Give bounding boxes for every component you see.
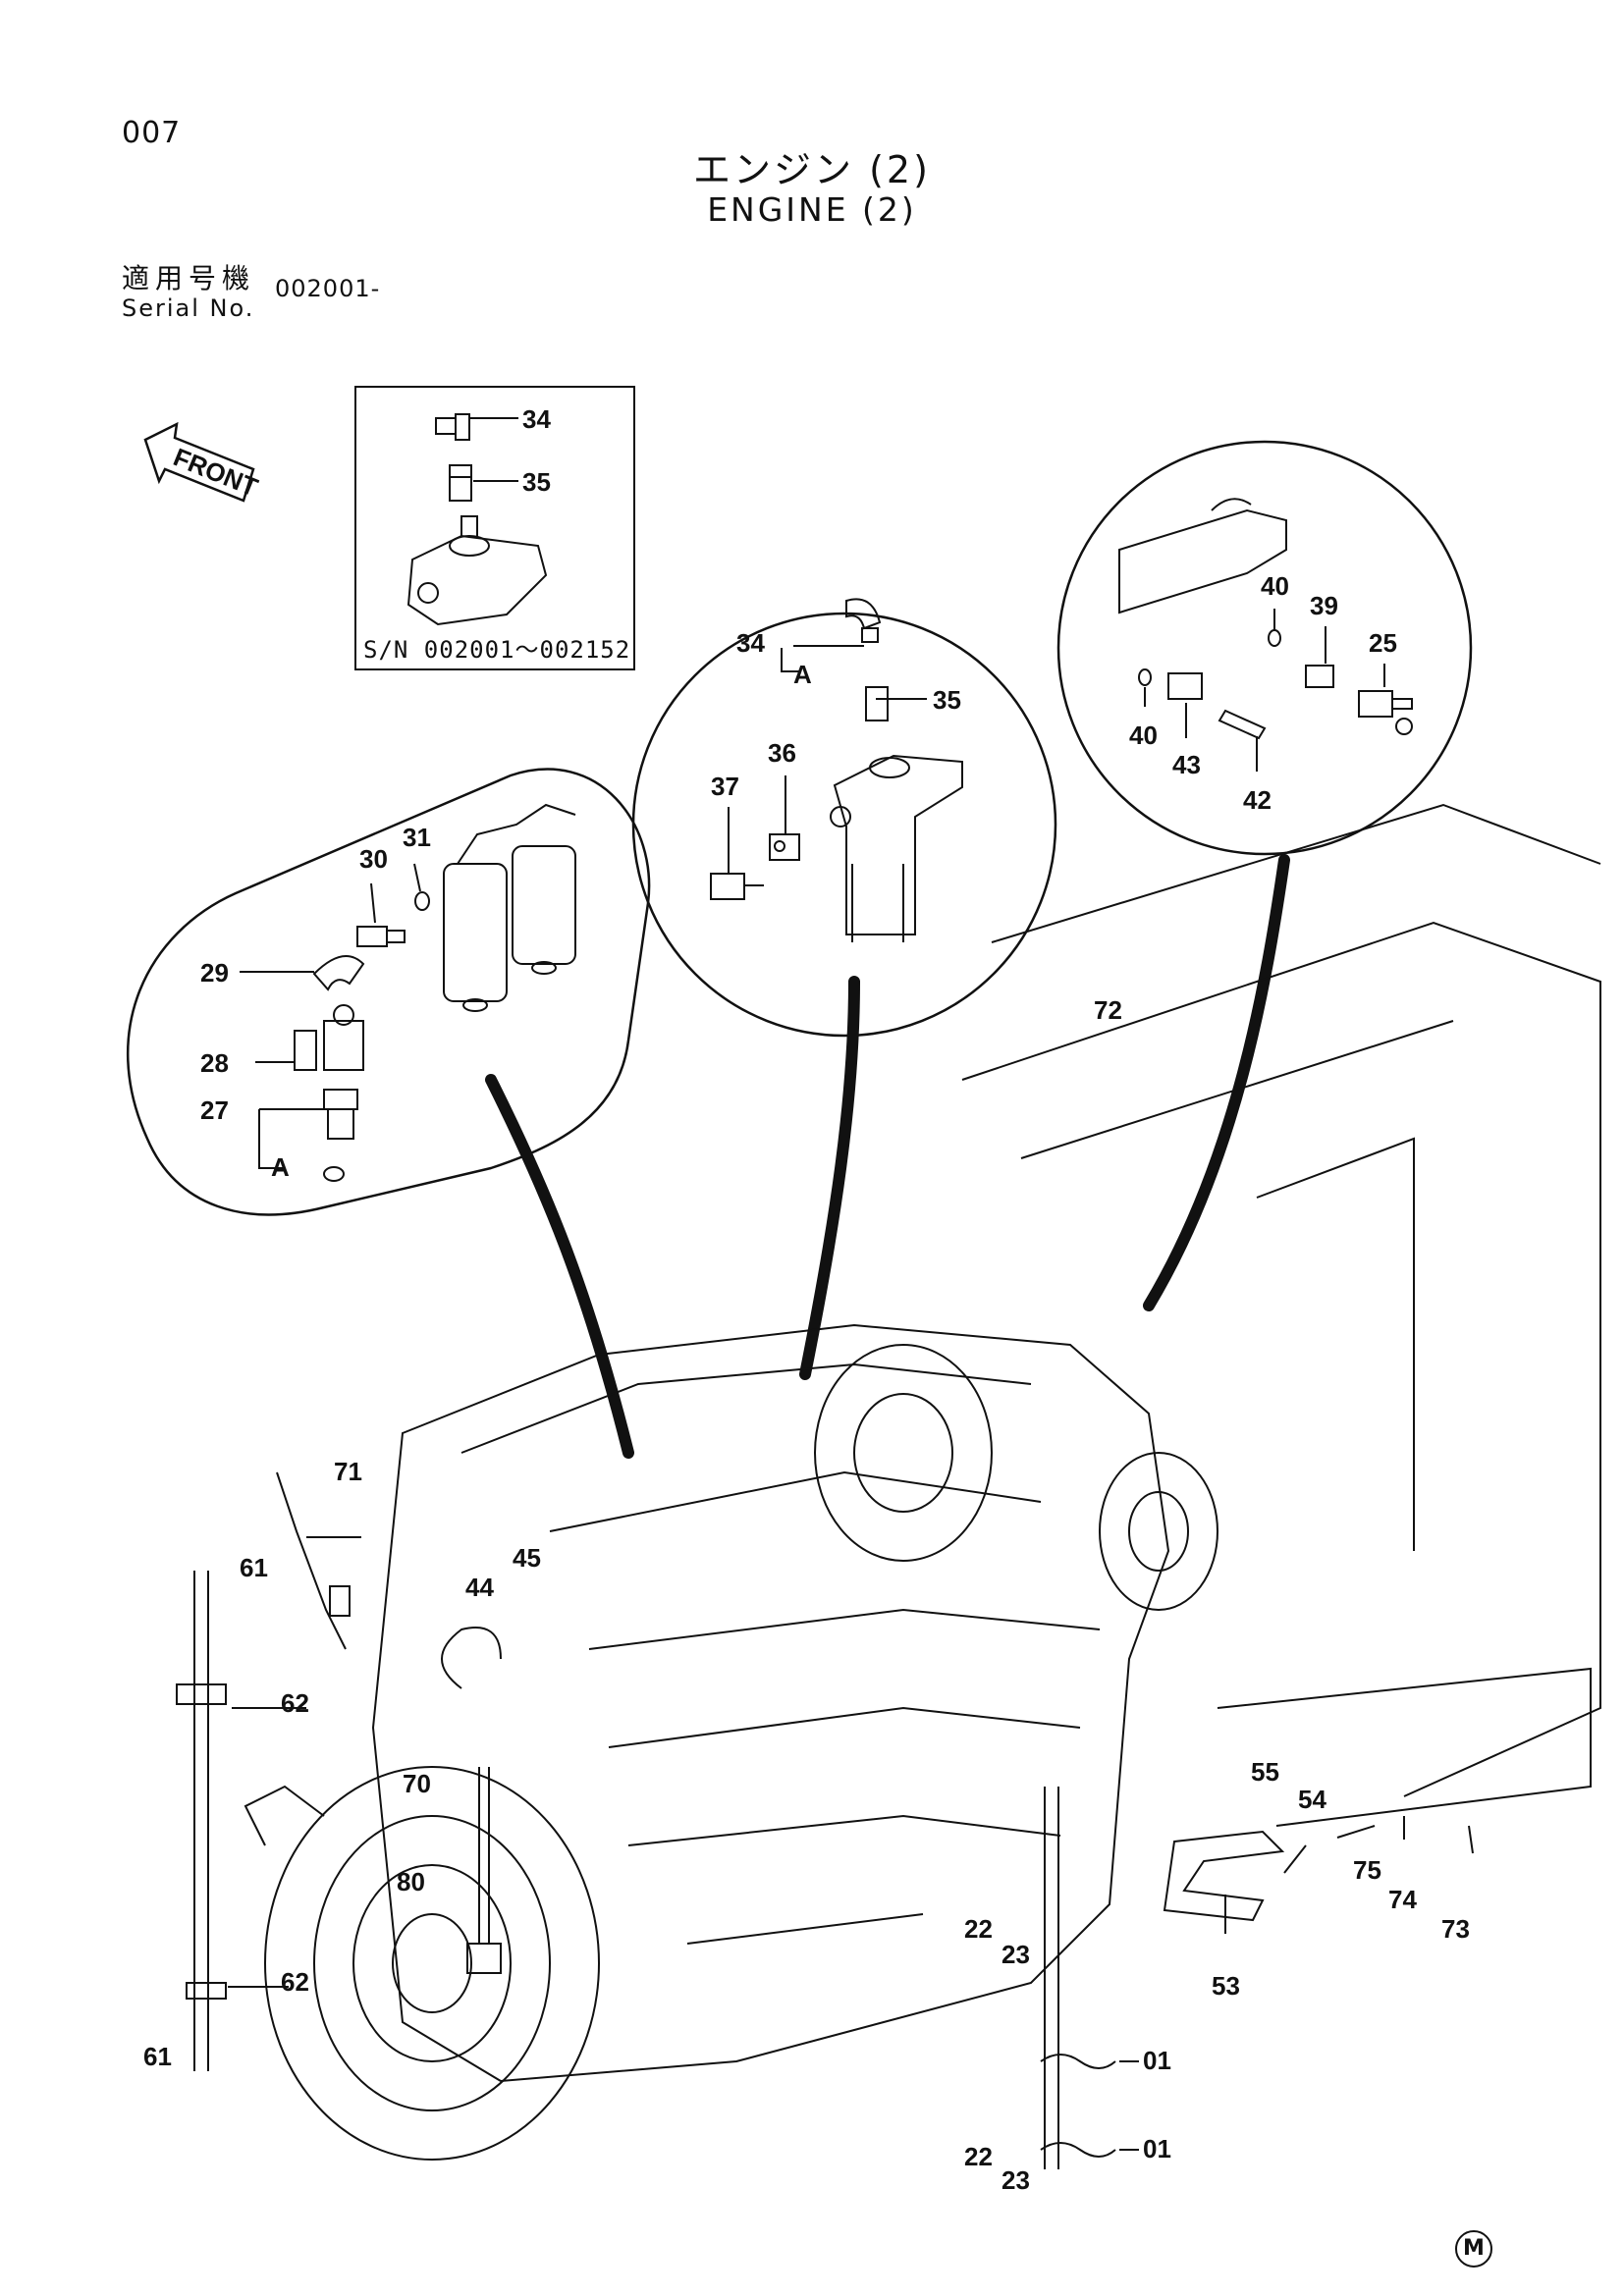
sensor-25-icon — [1358, 690, 1413, 735]
callout-62-bottom: 62 — [281, 1967, 309, 1997]
callout-54: 54 — [1298, 1785, 1326, 1814]
clamp-01-icons — [1040, 2054, 1116, 2158]
filter-detail-oval — [126, 768, 651, 1216]
inset-fitting-35-icon — [449, 464, 472, 502]
fitting-27-icon — [323, 1089, 358, 1140]
callout-31: 31 — [403, 823, 431, 852]
corner-mark-icon: M — [1455, 2230, 1492, 2268]
serial-label-english: Serial No. — [122, 294, 255, 322]
front-arrow-icon — [143, 421, 255, 503]
callout-35: 35 — [933, 685, 961, 715]
callout-43: 43 — [1172, 750, 1201, 779]
page-number: 007 — [122, 116, 182, 150]
callout-72: 72 — [1094, 995, 1122, 1025]
callout-74: 74 — [1388, 1885, 1417, 1914]
dipstick-tube-icon — [176, 1571, 1059, 2169]
inset-serial-range: S/N 002001～002152 — [363, 636, 630, 664]
callout-40-low: 40 — [1129, 721, 1158, 750]
callout-25: 25 — [1369, 628, 1397, 658]
pump-body-icon — [830, 754, 963, 942]
callout-22-bottom: 22 — [964, 2142, 993, 2171]
bolt-42-icon — [1218, 709, 1267, 740]
ref-mark-a-filter: A — [271, 1152, 290, 1182]
callout-36: 36 — [768, 738, 796, 768]
callout-55: 55 — [1251, 1757, 1279, 1787]
callout-01-bottom: 01 — [1143, 2134, 1171, 2163]
callout-70: 70 — [403, 1769, 431, 1798]
callout-40-top: 40 — [1261, 571, 1289, 601]
page-title-english: ENGINE (2) — [707, 190, 917, 229]
inset-box — [354, 386, 635, 670]
inset-fitting-34-icon — [435, 413, 470, 441]
callout-44: 44 — [465, 1573, 494, 1602]
callout-29: 29 — [200, 958, 229, 988]
callout-37: 37 — [711, 772, 739, 801]
fitting-35-icon — [865, 686, 889, 721]
callout-75: 75 — [1353, 1855, 1381, 1885]
callout-39: 39 — [1310, 591, 1338, 620]
page-title-japanese: エンジン (2) — [693, 148, 931, 191]
ref-mark-a-pump: A — [793, 660, 812, 689]
callout-23-top: 23 — [1001, 1940, 1030, 1969]
callout-80: 80 — [397, 1867, 425, 1896]
flywheel-housing-icon — [244, 1766, 600, 2161]
wire-71-icon — [276, 1471, 351, 1650]
elbow-34-icon — [845, 598, 882, 643]
callout-42: 42 — [1243, 785, 1272, 815]
sensor-wire-80-icon — [441, 1627, 502, 1974]
callout-34-inset: 34 — [522, 404, 551, 434]
fitting-36-icon — [769, 833, 800, 861]
oring-31-icon — [414, 891, 430, 911]
serial-label-japanese: 適用号機 — [122, 262, 256, 294]
fitting-30-icon — [356, 926, 406, 947]
pump-detail-circle — [631, 612, 1057, 1038]
elbow-29-icon — [312, 955, 365, 991]
serial-number-value: 002001- — [275, 275, 381, 302]
oring-a-icon — [323, 1166, 345, 1182]
filter-canister-icon — [443, 803, 576, 1012]
front-label: FRONT — [170, 442, 262, 502]
callout-62-top: 62 — [281, 1688, 309, 1718]
inset-housing-icon — [406, 515, 548, 626]
pulley-icon — [814, 1344, 1218, 1611]
bracket-53-icon — [1163, 1830, 1285, 1922]
sensor-detail-circle — [1056, 440, 1473, 856]
callout-23-bottom: 23 — [1001, 2165, 1030, 2195]
callout-35-inset: 35 — [522, 467, 551, 497]
callout-71: 71 — [334, 1457, 362, 1486]
callout-22-top: 22 — [964, 1914, 993, 1944]
callout-53: 53 — [1212, 1971, 1240, 2001]
fitting-43-icon — [1167, 672, 1203, 700]
fitting-39-icon — [1305, 665, 1334, 688]
oring-40-top-icon — [1268, 629, 1281, 647]
callout-73: 73 — [1441, 1914, 1470, 1944]
valve-28-icon — [294, 1004, 364, 1071]
callout-45: 45 — [513, 1543, 541, 1573]
oring-40-low-icon — [1138, 668, 1152, 686]
callout-61-bottom: 61 — [143, 2042, 172, 2071]
fitting-37-icon — [710, 873, 764, 900]
pipe-bracket-icon — [1118, 498, 1287, 614]
callout-34: 34 — [736, 628, 765, 658]
engine-block-outline — [371, 803, 1601, 2083]
callout-27: 27 — [200, 1095, 229, 1125]
callout-61-top: 61 — [240, 1553, 268, 1582]
callout-30: 30 — [359, 844, 388, 874]
callout-01-top: 01 — [1143, 2046, 1171, 2075]
callout-28: 28 — [200, 1048, 229, 1078]
